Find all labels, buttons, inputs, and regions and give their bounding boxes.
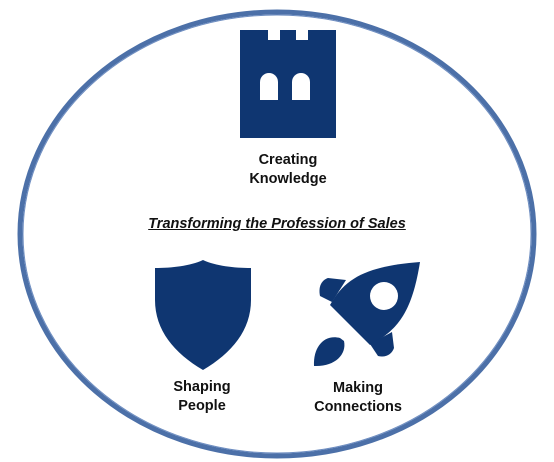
label-line: Shaping [173, 379, 231, 395]
label-shaping-people: Shaping People [142, 378, 262, 416]
label-line: Knowledge [249, 171, 327, 187]
label-making-connections: Making Connections [298, 379, 418, 417]
outer-circle [17, 9, 537, 459]
label-line: Connections [314, 399, 402, 415]
label-creating-knowledge: Creating Knowledge [218, 151, 358, 189]
label-line: People [178, 398, 226, 414]
diagram-title: Transforming the Profession of Sales [148, 216, 406, 232]
outer-circle-inner-edge [22, 14, 532, 454]
label-line: Making [333, 380, 383, 396]
castle-tower-icon [240, 30, 336, 138]
shield-icon [155, 260, 251, 370]
label-line: Creating [258, 152, 318, 168]
rocket-icon [313, 262, 420, 367]
